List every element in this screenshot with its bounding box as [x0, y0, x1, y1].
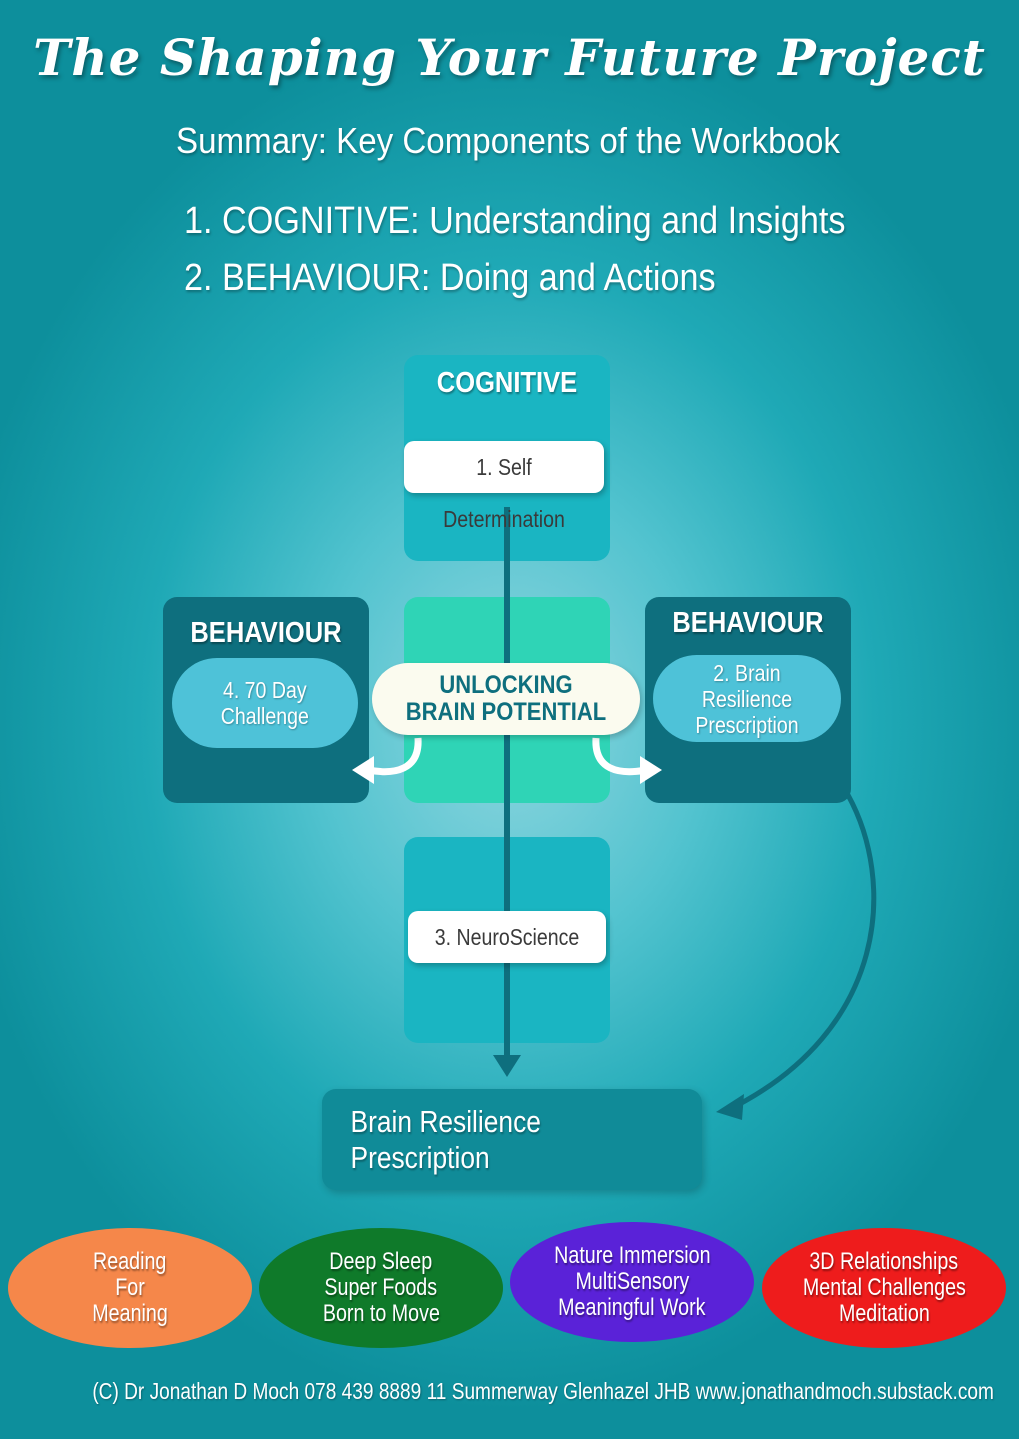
right-curl-arrow [592, 737, 647, 776]
vertical-arrow-head [493, 1055, 521, 1077]
seventy-day-challenge-oval: 4. 70 Day Challenge [172, 658, 358, 748]
pillar-nature: Nature Immersion MultiSensory Meaningful… [510, 1222, 754, 1342]
footer-text: (C) Dr Jonathan D Moch 078 439 8889 11 S… [92, 1378, 994, 1404]
unlocking-line2: BRAIN POTENTIAL [405, 698, 607, 726]
page-title: The Shaping Your Future Project [33, 28, 986, 87]
left-curl-arrow [367, 737, 422, 776]
curved-arrow-head [716, 1094, 744, 1120]
footer-credits: (C) Dr Jonathan D Moch 078 439 8889 11 S… [0, 1378, 1019, 1405]
page-subtitle: Summary: Key Components of the Workbook [176, 120, 840, 161]
seventy-day-line1: 4. 70 Day [223, 677, 307, 703]
pillar-relationships-line3: Meditation [838, 1300, 930, 1327]
pillar-nature-line1: Nature Immersion [553, 1242, 711, 1269]
pillar-reading-line3: Meaning [92, 1300, 168, 1327]
result-box: Brain Resilience Prescription [322, 1089, 702, 1190]
behaviour-right-label: BEHAVIOUR [672, 607, 824, 639]
brain-resilience-line1: 2. Brain Resilience [701, 659, 793, 712]
brain-resilience-line2: Prescription [695, 711, 799, 738]
pillar-reading-line1: Reading [93, 1248, 167, 1275]
unlocking-brain-potential: UNLOCKING BRAIN POTENTIAL [372, 663, 640, 735]
self-determination-label: 1. Self Determination [443, 454, 565, 532]
point-cognitive: 1. COGNITIVE: Understanding and Insights [184, 200, 846, 242]
pillar-lifestyle-line1: Deep Sleep [329, 1248, 433, 1275]
pillar-reading: Reading For Meaning [8, 1228, 252, 1348]
pillar-lifestyle-line2: Super Foods [324, 1274, 438, 1301]
cognitive-label: COGNITIVE [436, 367, 578, 399]
pillar-lifestyle-line3: Born to Move [322, 1300, 440, 1327]
self-determination-pill: 1. Self Determination [404, 441, 604, 532]
result-label: Brain Resilience Prescription [350, 1103, 541, 1175]
left-curl-arrow-head [352, 756, 374, 784]
pillar-relationships-line1: 3D Relationships [809, 1248, 959, 1275]
pillar-nature-line2: MultiSensory [575, 1268, 689, 1295]
pillar-relationships-line2: Mental Challenges [802, 1274, 966, 1301]
point-behaviour: 2. BEHAVIOUR: Doing and Actions [184, 257, 716, 299]
pillar-relationships: 3D Relationships Mental Challenges Medit… [762, 1228, 1006, 1348]
unlocking-line1: UNLOCKING [439, 671, 573, 699]
brain-resilience-oval: 2. Brain Resilience Prescription [653, 655, 841, 742]
pillar-nature-line3: Meaningful Work [558, 1294, 706, 1321]
behaviour-left-label: BEHAVIOUR [190, 617, 342, 649]
pillar-lifestyle: Deep Sleep Super Foods Born to Move [259, 1228, 503, 1348]
seventy-day-line2: Challenge [220, 703, 310, 729]
curved-arrow [726, 793, 877, 1113]
right-curl-arrow-head [640, 756, 662, 784]
pillar-reading-line2: For [115, 1274, 145, 1301]
neuroscience-label: 3. NeuroScience [434, 924, 580, 950]
neuroscience-pill: 3. NeuroScience [408, 911, 606, 963]
